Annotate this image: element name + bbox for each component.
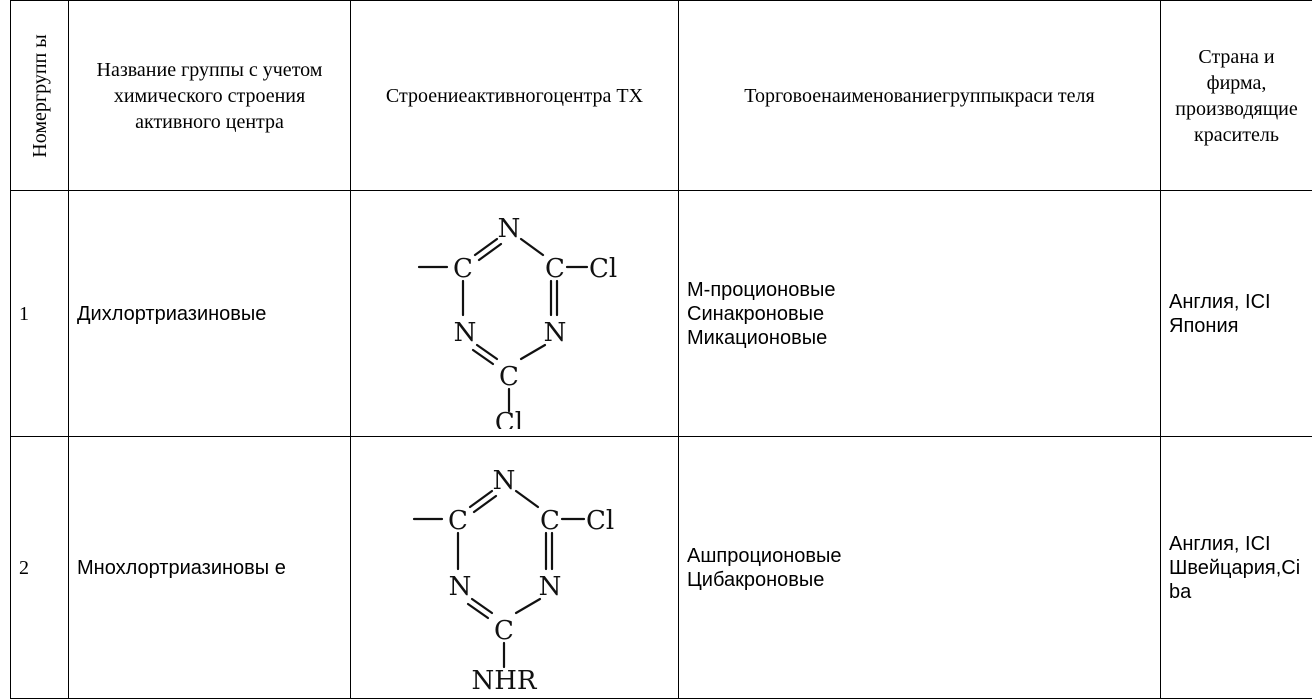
row-country: Англия, ICI Япония [1161, 191, 1312, 437]
atom-c-bottom: C [494, 616, 514, 646]
header-number: Номергрупп ы [11, 1, 69, 191]
dye-groups-table: Номергрупп ы Название группы с учетом хи… [10, 0, 1312, 699]
table-header-row: Номергрупп ы Название группы с учетом хи… [11, 1, 1312, 191]
atom-c-right: C [540, 506, 560, 536]
monochlorotriazine-structure-image: N C C Cl N N C NHR [400, 443, 630, 693]
row-number: 2 [11, 437, 69, 699]
atom-n-left: N [448, 572, 471, 602]
atom-n-top: N [497, 214, 520, 244]
row-country: Англия, ICI Швейцария,Ci ba [1161, 437, 1312, 699]
atom-c-left: C [453, 254, 473, 284]
substituent-right: Cl [589, 254, 617, 284]
atom-n-top: N [492, 466, 515, 496]
substituent-right: Cl [586, 506, 614, 536]
atom-c-left: C [448, 506, 468, 536]
country-firm: Япония [1169, 314, 1304, 338]
country-firm: Швейцария,Ci ba [1169, 556, 1304, 604]
row-group-name: Дихлортриазиновые [69, 191, 351, 437]
row-trade-names: Ашпроционовые Цибакроновые [679, 437, 1161, 699]
structure-cell: N C C Cl N N C NHR [351, 437, 679, 699]
trade-name: Цибакроновые [687, 568, 1152, 592]
trade-name: Ашпроционовые [687, 544, 1152, 568]
header-structure: Строениеактивногоцентра ТХ [351, 1, 679, 191]
atom-n-right: N [538, 572, 561, 602]
row-trade-names: М-проционовые Синакроновые Микационовые [679, 191, 1161, 437]
header-country: Страна и фирма, производящие краситель [1161, 1, 1312, 191]
header-group-name: Название группы с учетом химического стр… [69, 1, 351, 191]
table-row: 2 Мнохлортриазиновы е N C C Cl N [11, 437, 1312, 699]
country-firm: Англия, ICI [1169, 532, 1304, 556]
trade-name: М-проционовые [687, 278, 1152, 302]
country-firm: Англия, ICI [1169, 290, 1304, 314]
substituent-bottom: Cl [494, 408, 522, 429]
atom-c-right: C [545, 254, 565, 284]
row-number: 1 [11, 191, 69, 437]
table-row: 1 Дихлортриазиновые N C C Cl N [11, 191, 1312, 437]
trade-name: Синакроновые [687, 302, 1152, 326]
substituent-bottom: NHR [471, 666, 537, 693]
header-trade-name: Торговоенаименованиегруппыкраси теля [679, 1, 1161, 191]
structure-cell: N C C Cl N N C Cl [351, 191, 679, 437]
row-group-name: Мнохлортриазиновы е [69, 437, 351, 699]
atom-n-left: N [453, 318, 476, 348]
header-number-label: Номергрупп ы [29, 6, 51, 186]
trade-name: Микационовые [687, 326, 1152, 350]
dichlorotriazine-structure-image: N C C Cl N N C Cl [405, 199, 625, 429]
atom-c-bottom: C [499, 362, 519, 392]
atom-n-right: N [543, 318, 566, 348]
